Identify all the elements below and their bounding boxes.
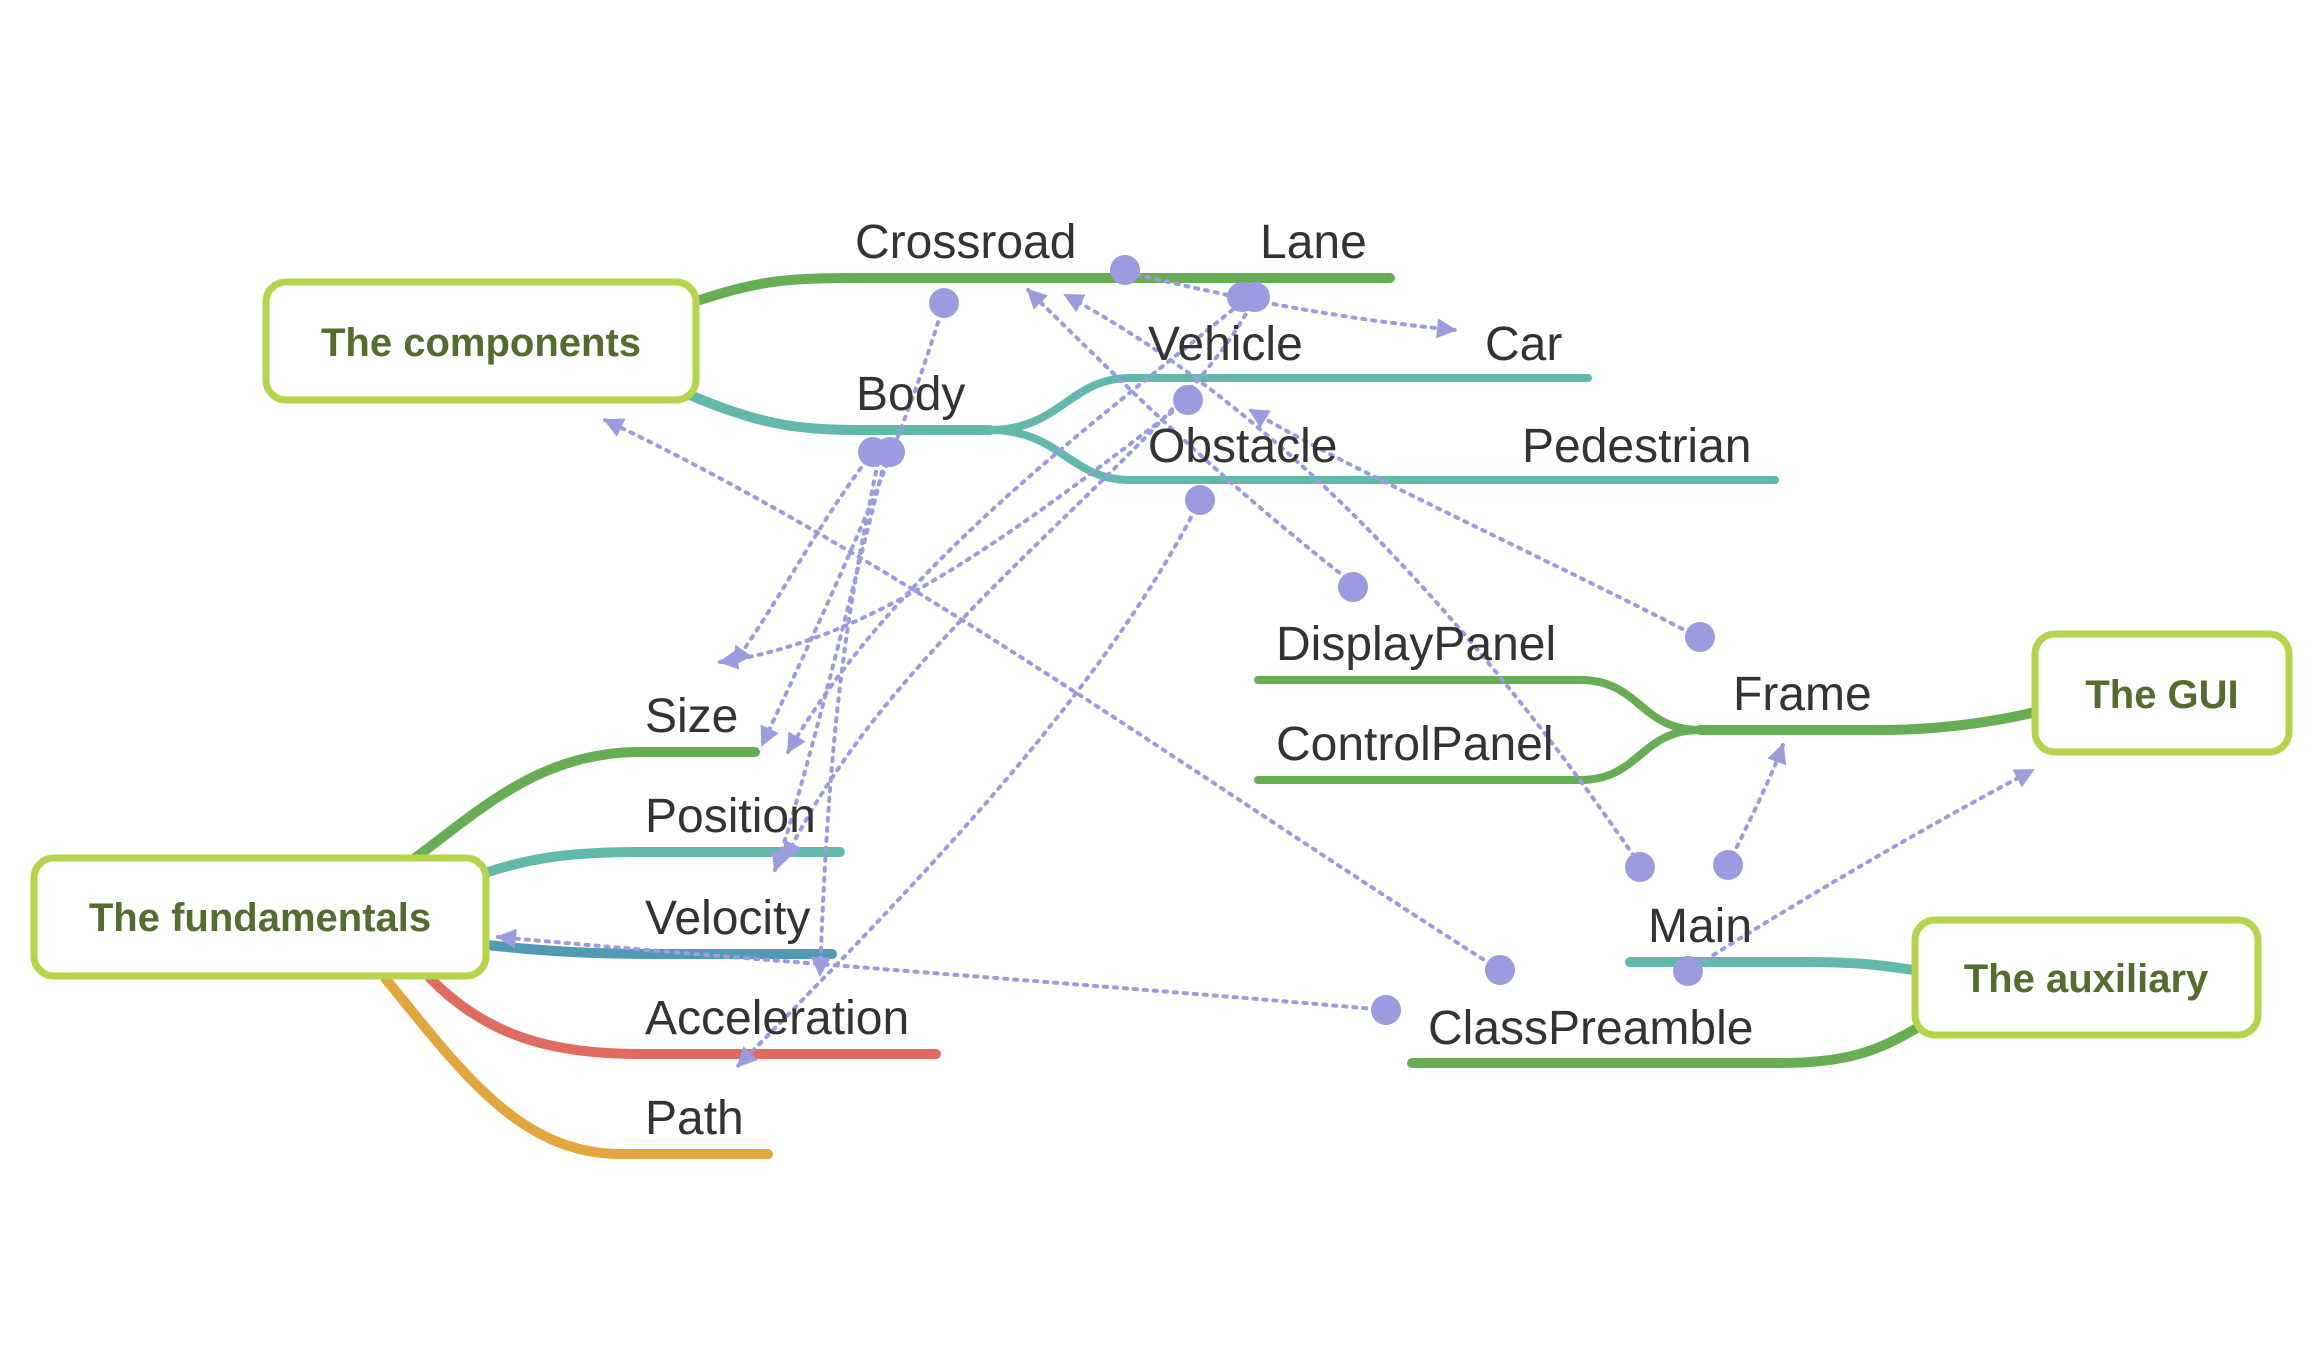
branch-frame-displaypanel [1254, 676, 1704, 734]
topic-path[interactable]: Path [645, 1092, 744, 1145]
topic-vehicle[interactable]: Vehicle [1148, 318, 1303, 371]
root-box [1911, 916, 2262, 1039]
root-topic-fundamentals[interactable]: The fundamentals [30, 854, 490, 980]
relation-dot[interactable] [1371, 995, 1401, 1025]
branch-auxiliary-classpreamble [1407, 1020, 1927, 1068]
topic-acceleration[interactable]: Acceleration [645, 992, 909, 1045]
relation-dot[interactable] [1713, 850, 1743, 880]
branch-components-crossroad [695, 273, 1395, 305]
relation-line [760, 301, 946, 747]
relation-line [731, 450, 875, 667]
branch-frame-controlpanel [1254, 726, 1704, 784]
root-box [2031, 630, 2293, 756]
relation-line [783, 295, 1257, 862]
topic-control-panel[interactable]: ControlPanel [1276, 718, 1554, 771]
relation-dot[interactable] [1110, 255, 1140, 285]
branch-gui-frame [1695, 707, 2041, 735]
topic-position[interactable]: Position [645, 790, 816, 843]
root-topic-gui[interactable]: The GUI [2031, 630, 2293, 756]
relation-dot[interactable] [929, 288, 959, 318]
branch-fundamentals-acceleration [425, 973, 941, 1059]
relation-dot[interactable] [1185, 485, 1215, 515]
topic-class-preamble[interactable]: ClassPreamble [1428, 1002, 1753, 1055]
relation-dot[interactable] [1485, 955, 1515, 985]
relation-line [1686, 768, 2035, 973]
topic-velocity[interactable]: Velocity [645, 892, 810, 945]
topic-lane[interactable]: Lane [1260, 216, 1367, 269]
root-topic-auxiliary[interactable]: The auxiliary [1911, 916, 2262, 1039]
relation-line [1125, 270, 1457, 339]
topic-body[interactable]: Body [856, 368, 965, 421]
relation-dot[interactable] [875, 437, 905, 467]
relationship-dots [858, 255, 1743, 1025]
relation-dot[interactable] [1673, 956, 1703, 986]
root-topic-components[interactable]: The components [262, 278, 700, 404]
relation-line [1248, 408, 1702, 640]
topic-obstacle[interactable]: Obstacle [1148, 420, 1337, 473]
relation-dot[interactable] [1338, 572, 1368, 602]
topic-crossroad[interactable]: Crossroad [855, 216, 1076, 269]
topic-car[interactable]: Car [1485, 318, 1562, 371]
relation-dot[interactable] [1173, 385, 1203, 415]
topic-size[interactable]: Size [645, 690, 738, 743]
branch-auxiliary-main [1625, 957, 1918, 975]
relation-line [771, 450, 889, 872]
relationship-lines [496, 270, 2035, 1068]
branch-fundamentals-path [380, 973, 773, 1159]
topic-labels: Crossroad Lane Body Vehicle Car Obstacle… [645, 216, 1872, 1145]
root-label: The fundamentals [89, 896, 431, 940]
root-label: The auxiliary [1964, 957, 2209, 1001]
topic-pedestrian[interactable]: Pedestrian [1522, 420, 1751, 473]
topic-main[interactable]: Main [1648, 900, 1752, 953]
relation-line [736, 498, 1202, 1068]
relation-dot[interactable] [1685, 622, 1715, 652]
relation-line [1063, 293, 1642, 867]
relation-dot[interactable] [1625, 852, 1655, 882]
branch-lines [380, 273, 2041, 1159]
relation-line [1726, 743, 1787, 867]
branch-fundamentals-size [410, 747, 760, 863]
topic-frame[interactable]: Frame [1733, 668, 1872, 721]
branch-body-obstacle [986, 426, 1779, 484]
relation-dot[interactable] [1240, 282, 1270, 312]
topic-display-panel[interactable]: DisplayPanel [1276, 618, 1556, 671]
root-label: The GUI [2085, 673, 2238, 717]
root-box [30, 854, 490, 980]
branch-components-body [685, 390, 995, 435]
relation-line [718, 398, 1190, 670]
branch-fundamentals-position [480, 847, 845, 878]
relation-line [1026, 288, 1357, 587]
relation-line [786, 295, 1250, 754]
relation-line [496, 928, 1388, 1012]
root-box [262, 278, 700, 404]
relation-line [810, 450, 882, 977]
root-label: The components [321, 321, 641, 365]
